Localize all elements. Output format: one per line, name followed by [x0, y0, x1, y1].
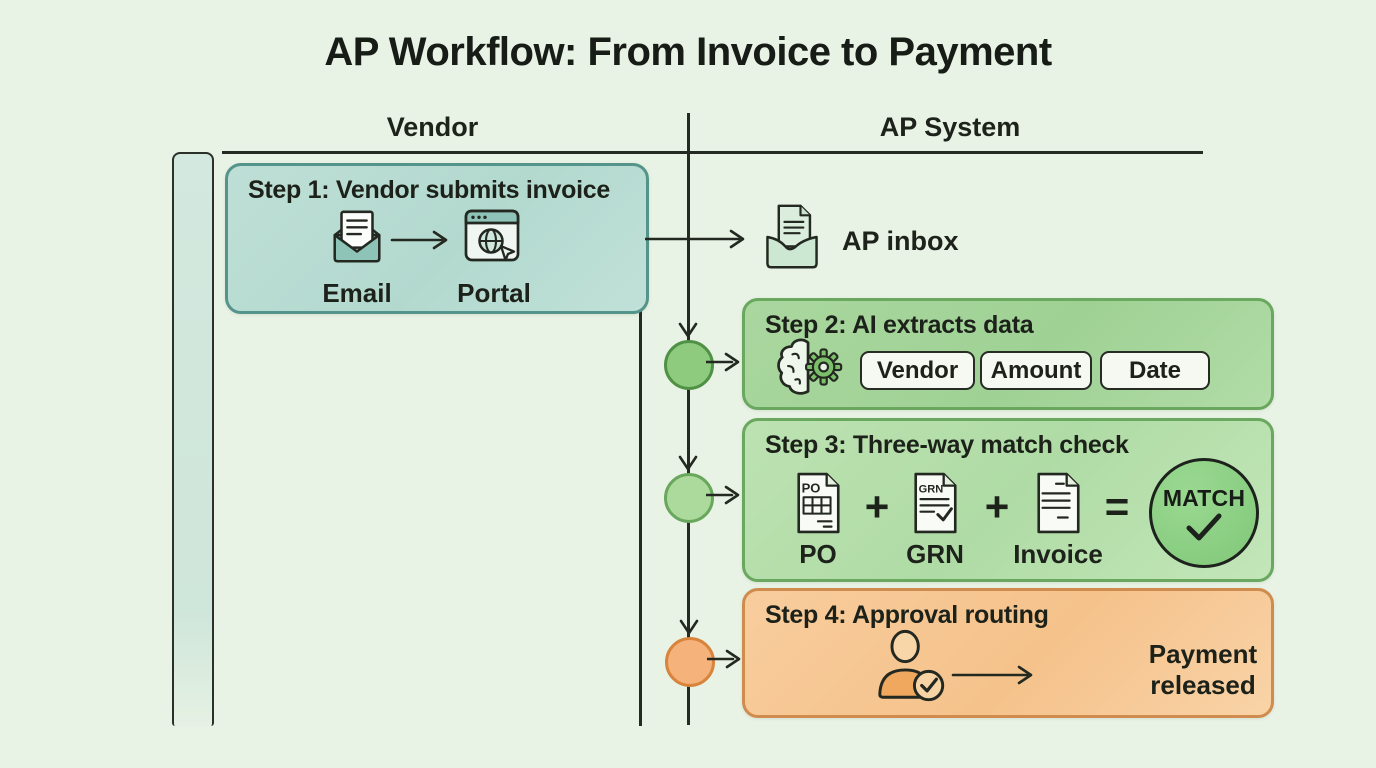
timeline-node-step2	[664, 340, 714, 390]
match-label: MATCH	[1162, 484, 1246, 511]
email-icon	[326, 208, 388, 266]
arrow-email-to-portal-icon	[390, 228, 452, 252]
field-date: Date	[1100, 351, 1210, 390]
grn-document-icon: GRN	[908, 471, 962, 535]
step4-title: Step 4: Approval routing	[765, 601, 1049, 629]
step2-title: Step 2: AI extracts data	[765, 311, 1034, 339]
step3-title: Step 3: Three-way match check	[765, 431, 1129, 459]
invoice-label: Invoice	[1013, 539, 1103, 569]
approver-person-icon	[870, 629, 952, 705]
timeline-node-step3	[664, 473, 714, 523]
arrow-node-to-step4-icon	[707, 647, 745, 671]
po-label: PO	[799, 539, 837, 569]
email-label: Email	[322, 278, 392, 308]
step4-box: Step 4: Approval routing Payment release…	[742, 588, 1274, 718]
svg-text:PO: PO	[802, 480, 821, 495]
po-document-icon: PO	[791, 471, 845, 535]
field-vendor: Vendor	[860, 351, 975, 390]
payment-line2: released	[1150, 670, 1256, 700]
step2-box: Step 2: AI extracts data V	[742, 298, 1274, 410]
portal-icon	[460, 206, 524, 266]
ai-brain-gear-icon	[773, 335, 847, 399]
match-badge: MATCH	[1149, 458, 1259, 568]
invoice-document-icon	[1031, 471, 1085, 535]
page-title: AP Workflow: From Invoice to Payment	[324, 30, 1052, 74]
lane-header-vendor: Vendor	[386, 112, 479, 142]
plus-operator-1: +	[864, 483, 890, 530]
svg-text:GRN: GRN	[919, 483, 944, 495]
arrow-down-to-node2-icon	[677, 322, 699, 338]
arrow-step1-to-inbox-icon	[645, 227, 751, 251]
timeline-node-step4	[665, 637, 715, 687]
grn-label: GRN	[906, 539, 964, 569]
match-check-icon	[1186, 513, 1222, 540]
vendor-lane-line	[639, 302, 642, 726]
arrow-approval-to-payment-icon	[951, 663, 1039, 687]
arrow-down-to-node3-icon	[677, 455, 699, 471]
ap-inbox-label: AP inbox	[842, 226, 959, 256]
lane-header-ap-system: AP System	[879, 112, 1021, 142]
step1-box: Step 1: Vendor submits invoice Email	[225, 163, 649, 314]
step1-title: Step 1: Vendor submits invoice	[248, 176, 610, 204]
payment-released-label: Payment released	[1139, 639, 1267, 701]
arrow-node-to-step2-icon	[706, 350, 744, 374]
equals-operator: =	[1104, 483, 1130, 530]
plus-operator-2: +	[984, 483, 1010, 530]
lane-divider-line	[687, 113, 690, 725]
lane-header-rule	[222, 151, 1203, 154]
vendor-lane-bar	[172, 152, 214, 726]
arrow-down-to-node4-icon	[678, 619, 700, 635]
portal-label: Portal	[457, 278, 531, 308]
field-amount: Amount	[980, 351, 1092, 390]
step3-box: Step 3: Three-way match check PO + GRN +	[742, 418, 1274, 582]
arrow-node-to-step3-icon	[706, 483, 744, 507]
payment-line1: Payment	[1148, 639, 1258, 669]
ap-inbox-icon	[758, 200, 826, 274]
